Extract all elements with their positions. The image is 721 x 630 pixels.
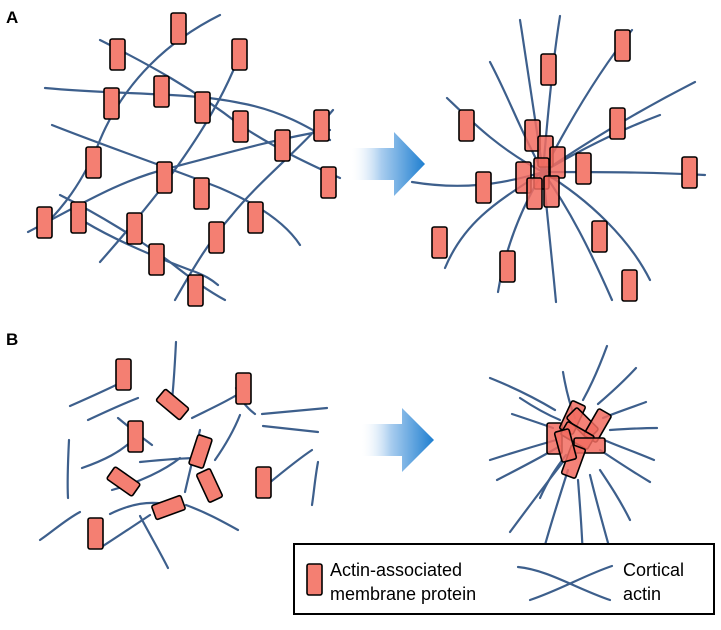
membrane-protein: [499, 250, 516, 283]
membrane-protein: [170, 12, 187, 45]
membrane-protein: [575, 152, 592, 185]
membrane-protein: [313, 109, 330, 142]
actin-filament: [80, 438, 135, 470]
membrane-protein: [36, 206, 53, 239]
actin-filament: [213, 413, 242, 462]
membrane-protein: [188, 434, 213, 469]
actin-filament: [581, 344, 609, 402]
membrane-protein: [196, 468, 223, 503]
legend-actin-swatch: [528, 564, 614, 602]
legend-box: [293, 543, 715, 615]
membrane-protein: [153, 75, 170, 108]
membrane-protein: [231, 38, 248, 71]
panel-a-proteins-clustered: [431, 29, 698, 302]
legend-actin-swatch: [516, 565, 612, 602]
legend-actin-label-line2: actin: [623, 584, 661, 604]
membrane-protein: [109, 38, 126, 71]
membrane-protein: [70, 201, 87, 234]
actin-filament: [310, 460, 320, 507]
actin-filament: [66, 438, 71, 500]
panel-b-actin-fragments: [38, 340, 329, 570]
actin-filament: [488, 376, 557, 412]
panel-a-proteins-dispersed: [36, 12, 337, 307]
membrane-protein: [549, 146, 566, 179]
membrane-protein: [208, 221, 225, 254]
panel-a-actin-meshwork: [26, 13, 342, 302]
membrane-protein: [614, 29, 631, 62]
membrane-protein: [621, 269, 638, 302]
membrane-protein: [274, 129, 291, 162]
membrane-protein: [106, 466, 141, 497]
membrane-protein: [681, 156, 698, 189]
membrane-protein: [458, 109, 475, 142]
membrane-protein: [148, 243, 165, 276]
membrane-protein: [320, 166, 337, 199]
legend-protein-label-line1: Actin-associated: [330, 560, 462, 580]
actin-filament: [43, 86, 332, 142]
legend-actin-label-line1: Cortical: [623, 560, 684, 580]
actin-filament: [488, 438, 558, 462]
actin-filament: [602, 438, 656, 462]
actin-filament: [543, 468, 570, 547]
membrane-protein: [127, 420, 144, 453]
membrane-protein: [543, 175, 560, 208]
panel-b-transition-arrow: [362, 408, 434, 472]
actin-filament: [138, 514, 170, 570]
actin-filament: [266, 448, 314, 486]
panel-b-proteins-clustered: [546, 400, 612, 479]
membrane-protein: [540, 53, 557, 86]
membrane-protein: [591, 220, 608, 253]
panel-b-proteins-dispersed: [87, 358, 272, 550]
actin-filament: [38, 510, 82, 542]
legend-protein-label-line2: membrane protein: [330, 584, 476, 604]
actin-filament: [98, 513, 152, 550]
membrane-protein: [475, 171, 492, 204]
legend-protein-swatch: [306, 563, 323, 596]
membrane-protein: [526, 177, 543, 210]
actin-filament: [608, 426, 659, 432]
membrane-protein: [85, 146, 102, 179]
actin-filament: [541, 170, 707, 177]
actin-filament: [260, 406, 329, 416]
actin-filament: [508, 460, 565, 534]
membrane-protein: [103, 87, 120, 120]
actin-filament: [518, 396, 562, 422]
membrane-protein: [156, 161, 173, 194]
membrane-protein: [255, 466, 272, 499]
membrane-protein: [126, 212, 143, 245]
actin-filament: [261, 424, 320, 434]
actin-filament: [596, 366, 638, 406]
panel-b-actin-aster: [488, 344, 659, 562]
actin-filament: [173, 108, 335, 302]
actin-filament: [58, 193, 227, 302]
membrane-protein: [235, 372, 252, 405]
legend: Actin-associated membrane protein Cortic…: [293, 543, 715, 615]
panel-a-transition-arrow: [352, 132, 425, 196]
membrane-protein: [247, 201, 264, 234]
actin-filament: [170, 340, 178, 402]
membrane-protein: [194, 91, 211, 124]
panel-b-label: B: [6, 330, 18, 349]
actin-filament: [588, 473, 612, 552]
membrane-protein: [87, 517, 104, 550]
actin-filament: [184, 503, 240, 532]
membrane-protein: [193, 177, 210, 210]
membrane-protein: [115, 358, 132, 391]
membrane-protein: [609, 107, 626, 140]
membrane-protein: [187, 274, 204, 307]
actin-filament: [83, 220, 220, 287]
membrane-protein: [232, 110, 249, 143]
actin-filament: [598, 468, 632, 522]
panel-a-label: A: [6, 8, 18, 27]
membrane-protein: [155, 388, 190, 421]
membrane-protein: [431, 226, 448, 259]
actin-filament: [86, 396, 140, 422]
membrane-protein: [151, 494, 186, 521]
membrane-protein: [553, 428, 578, 463]
